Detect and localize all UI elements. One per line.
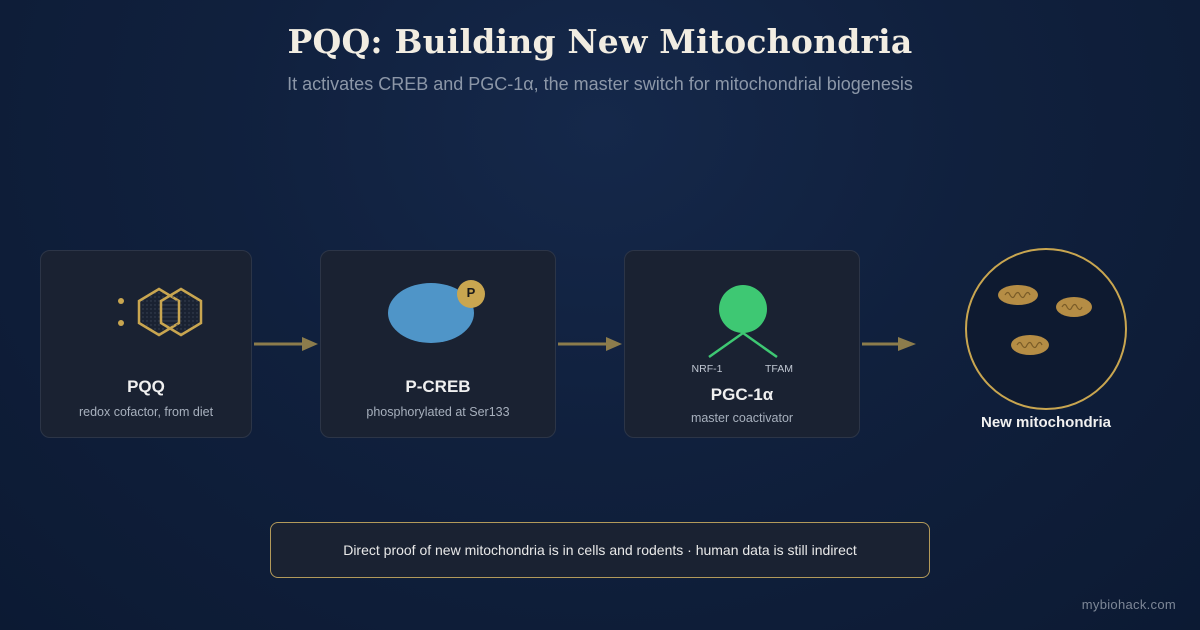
evidence-note: Direct proof of new mitochondria is in c… (270, 522, 930, 578)
hexagon-molecule-icon (118, 287, 203, 337)
step-card-pqq: PQQ redox cofactor, from diet (40, 250, 252, 438)
arrow-right-icon (254, 337, 318, 351)
step-title-pgc1a: PGC-1α (710, 385, 774, 404)
step-title-pcreb: P-CREB (405, 377, 471, 396)
mitochondria-cell-icon (965, 248, 1127, 410)
page-title: PQQ: Building New Mitochondria (287, 22, 913, 61)
target-label-tfam: TFAM (765, 363, 793, 375)
page-subtitle: It activates CREB and PGC-1α, the master… (287, 74, 913, 94)
mitochondrion-icon (998, 285, 1092, 355)
coactivator-node-icon (708, 285, 778, 359)
step-description-pqq: redox cofactor, from diet (78, 405, 214, 419)
evidence-note-text: Direct proof of new mitochondria is in c… (343, 542, 857, 558)
arrow-right-icon (558, 337, 622, 351)
step-title-pqq: PQQ (127, 377, 165, 396)
outcome-label: New mitochondria (980, 414, 1111, 431)
step-description-pcreb: phosphorylated at Ser133 (366, 405, 510, 419)
step-card-pcreb: P P-CREB phosphorylated at Ser133 (320, 250, 556, 438)
target-label-nrf1: NRF-1 (691, 363, 723, 375)
arrow-right-icon (862, 337, 916, 351)
phosphorylated-protein-icon (388, 280, 485, 343)
phosphate-badge: P (466, 285, 476, 300)
step-description-pgc1a: master coactivator (690, 411, 794, 425)
brand-watermark: mybiohack.com (1081, 597, 1176, 612)
step-card-pgc1a: NRF-1 TFAM PGC-1α master coactivator (624, 250, 860, 438)
